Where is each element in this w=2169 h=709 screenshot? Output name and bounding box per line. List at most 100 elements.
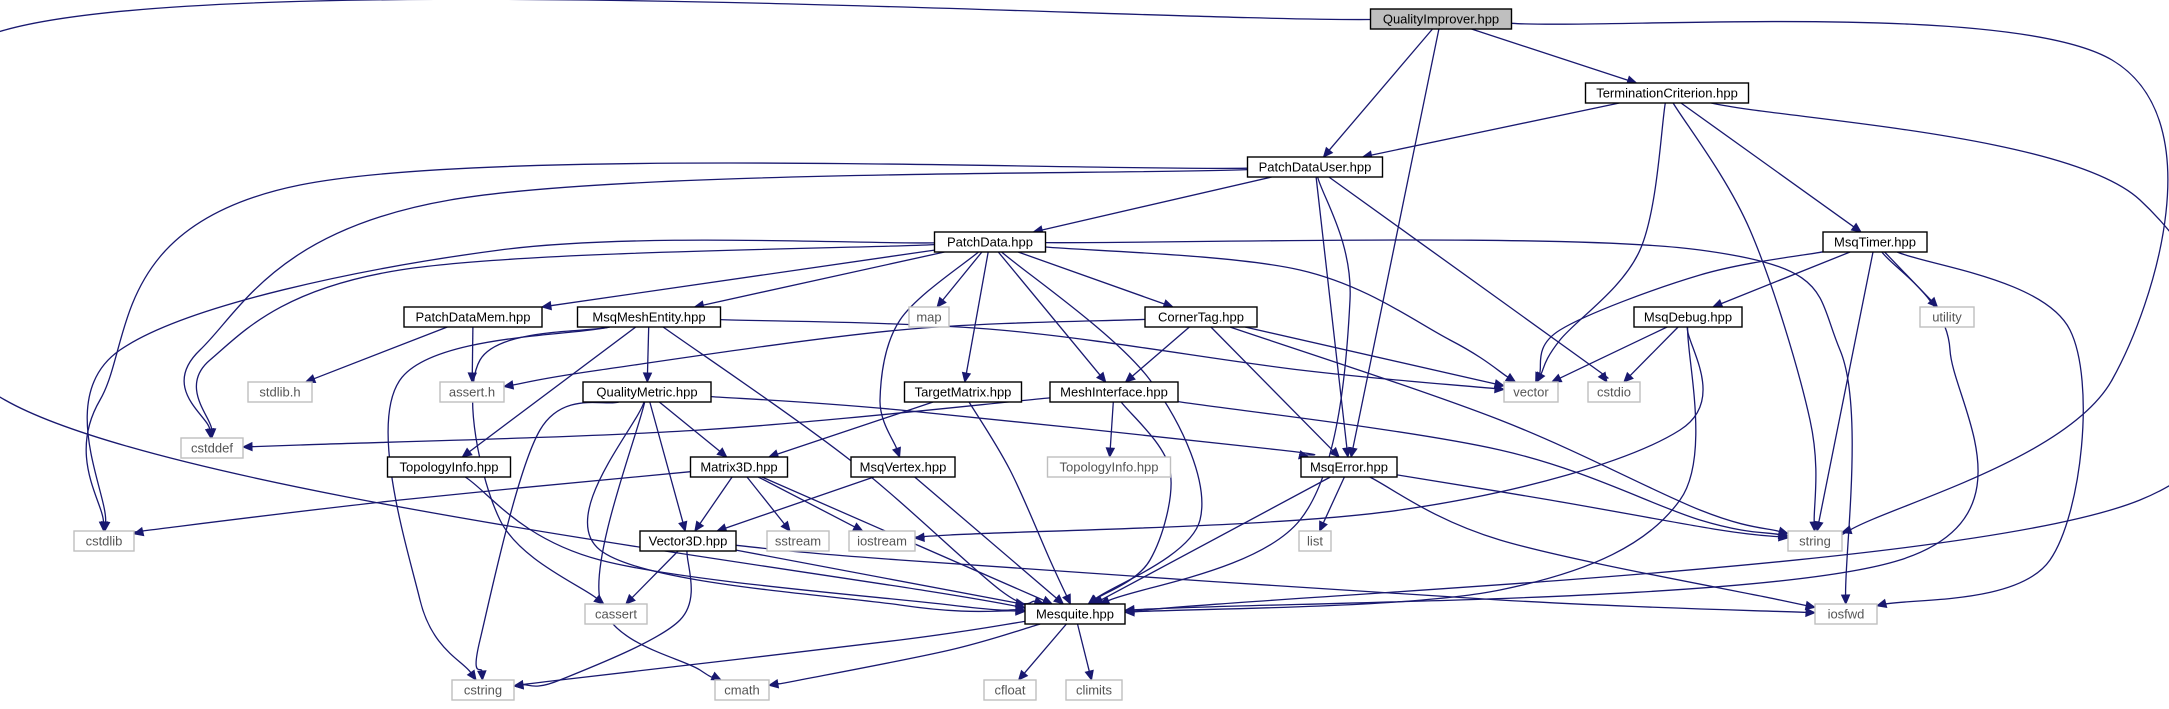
edge-line [1818, 251, 1874, 523]
edge-patch-data-to-cstddef [195, 243, 935, 440]
node-patch-data-user[interactable]: PatchDataUser.hpp [1246, 156, 1384, 178]
edge-msq-error-to-list [1319, 476, 1345, 533]
edge-line [313, 326, 448, 380]
edge-quality-improver-to-termination-criterion [1471, 28, 1638, 85]
node-box [386, 456, 512, 478]
node-msq-error[interactable]: MsqError.hpp [1300, 456, 1398, 478]
edge-arrowhead [1778, 532, 1790, 542]
edge-vector3-d-to-cassert [625, 550, 679, 605]
node-termination-criterion[interactable]: TerminationCriterion.hpp [1584, 82, 1750, 104]
node-box [714, 679, 770, 701]
edge-arrowhead [625, 593, 636, 605]
edge-line [522, 550, 692, 687]
node-corner-tag[interactable]: CornerTag.hpp [1144, 306, 1258, 328]
node-cassert: cassert [584, 603, 648, 625]
edge-patch-data-to-msq-vertex [879, 251, 979, 459]
edge-msq-timer-to-vector [1535, 251, 1824, 384]
edge-msq-error-to-iosfwd [1369, 476, 1817, 611]
node-box [451, 679, 515, 701]
node-quality-improver[interactable]: QualityImprover.hpp [1369, 8, 1513, 30]
node-label: TopologyInfo.hpp [1059, 460, 1158, 475]
node-box [1369, 8, 1513, 30]
node-target-matrix[interactable]: TargetMatrix.hpp [903, 381, 1023, 403]
node-quality-metric[interactable]: QualityMetric.hpp [582, 381, 712, 403]
node-patch-data[interactable]: PatchData.hpp [933, 231, 1047, 253]
edge-line [725, 476, 875, 529]
edge-arrowhead [1342, 447, 1352, 459]
node-vector: vector [1503, 381, 1559, 403]
node-label: QualityMetric.hpp [596, 385, 697, 400]
node-label: sstream [775, 534, 821, 549]
edge-line [387, 326, 610, 673]
edge-mesquite-to-cstring [512, 620, 1026, 690]
edge-topology-info-a-to-mesquite [464, 476, 1027, 615]
node-box [983, 679, 1037, 701]
edge-msq-timer-to-string [1814, 251, 1874, 533]
edge-arrowhead [694, 520, 705, 533]
edge-arrowhead [1015, 605, 1027, 615]
edge-line [646, 326, 650, 374]
edge-arrowhead [1814, 520, 1824, 533]
edge-line [1076, 623, 1090, 672]
edge-arrowhead [1329, 446, 1340, 458]
edge-arrowhead [1124, 372, 1136, 383]
edge-patch-data-to-target-matrix [961, 251, 989, 384]
edge-line [1131, 326, 1190, 377]
node-box [1300, 456, 1398, 478]
edge-line [710, 395, 1316, 456]
edge-arrowhead [1053, 594, 1065, 605]
node-cstring: cstring [451, 679, 515, 701]
node-box [908, 306, 950, 328]
node-box [73, 530, 135, 552]
edge-arrowhead [461, 447, 473, 458]
node-box [933, 231, 1047, 253]
node-msq-timer[interactable]: MsqTimer.hpp [1822, 231, 1928, 253]
node-list: list [1298, 530, 1332, 552]
edge-arrowhead [767, 679, 780, 689]
edge-line [703, 251, 945, 306]
edge-arrowhead [710, 671, 723, 681]
edge-line [758, 476, 855, 528]
edge-line [777, 623, 1041, 685]
edge-line [1109, 401, 1114, 449]
edge-arrowhead [1711, 298, 1724, 308]
edge-arrowhead [540, 300, 552, 311]
node-string: string [1787, 530, 1843, 552]
edge-msq-debug-to-vector [1550, 326, 1668, 383]
node-mesquite[interactable]: Mesquite.hpp [1024, 603, 1126, 625]
node-label: cstdlib [86, 534, 123, 549]
node-label: MsqTimer.hpp [1834, 235, 1916, 250]
edge-line [1868, 251, 2084, 609]
node-label: Vector3D.hpp [649, 534, 728, 549]
node-label: PatchData.hpp [947, 235, 1033, 250]
node-msq-mesh-entity[interactable]: MsqMeshEntity.hpp [576, 306, 722, 328]
node-matrix3-d[interactable]: Matrix3D.hpp [689, 456, 789, 478]
node-msq-vertex[interactable]: MsqVertex.hpp [850, 456, 956, 478]
node-box [1049, 381, 1179, 403]
node-box [1822, 231, 1928, 253]
node-cfloat: cfloat [983, 679, 1037, 701]
edge-msq-mesh-entity-to-cassert [471, 326, 610, 605]
node-topology-info-a[interactable]: TopologyInfo.hpp [386, 456, 512, 478]
node-patch-data-mem[interactable]: PatchDataMem.hpp [403, 306, 543, 328]
edge-line [1229, 326, 1780, 533]
edge-target-matrix-to-matrix3-d [767, 401, 934, 459]
node-label: TopologyInfo.hpp [399, 460, 498, 475]
node-mesh-interface[interactable]: MeshInterface.hpp [1049, 381, 1179, 403]
node-msq-debug[interactable]: MsqDebug.hpp [1633, 306, 1743, 328]
node-topology-info-b: TopologyInfo.hpp [1046, 456, 1172, 478]
node-sstream: sstream [766, 530, 830, 552]
node-box [639, 530, 737, 552]
edge-arrowhead [1041, 595, 1054, 605]
edge-arrowhead [593, 594, 605, 605]
node-asserth: assert.h [439, 381, 505, 403]
edge-msq-debug-to-cstdio [1623, 326, 1679, 383]
node-stdlibh: stdlib.h [247, 381, 313, 403]
node-box [584, 603, 648, 625]
node-iostream: iostream [848, 530, 916, 552]
node-vector3-d[interactable]: Vector3D.hpp [639, 530, 737, 552]
node-label: string [1799, 534, 1831, 549]
edge-patch-data-to-msq-mesh-entity [693, 251, 945, 310]
edge-line [1103, 326, 1697, 615]
